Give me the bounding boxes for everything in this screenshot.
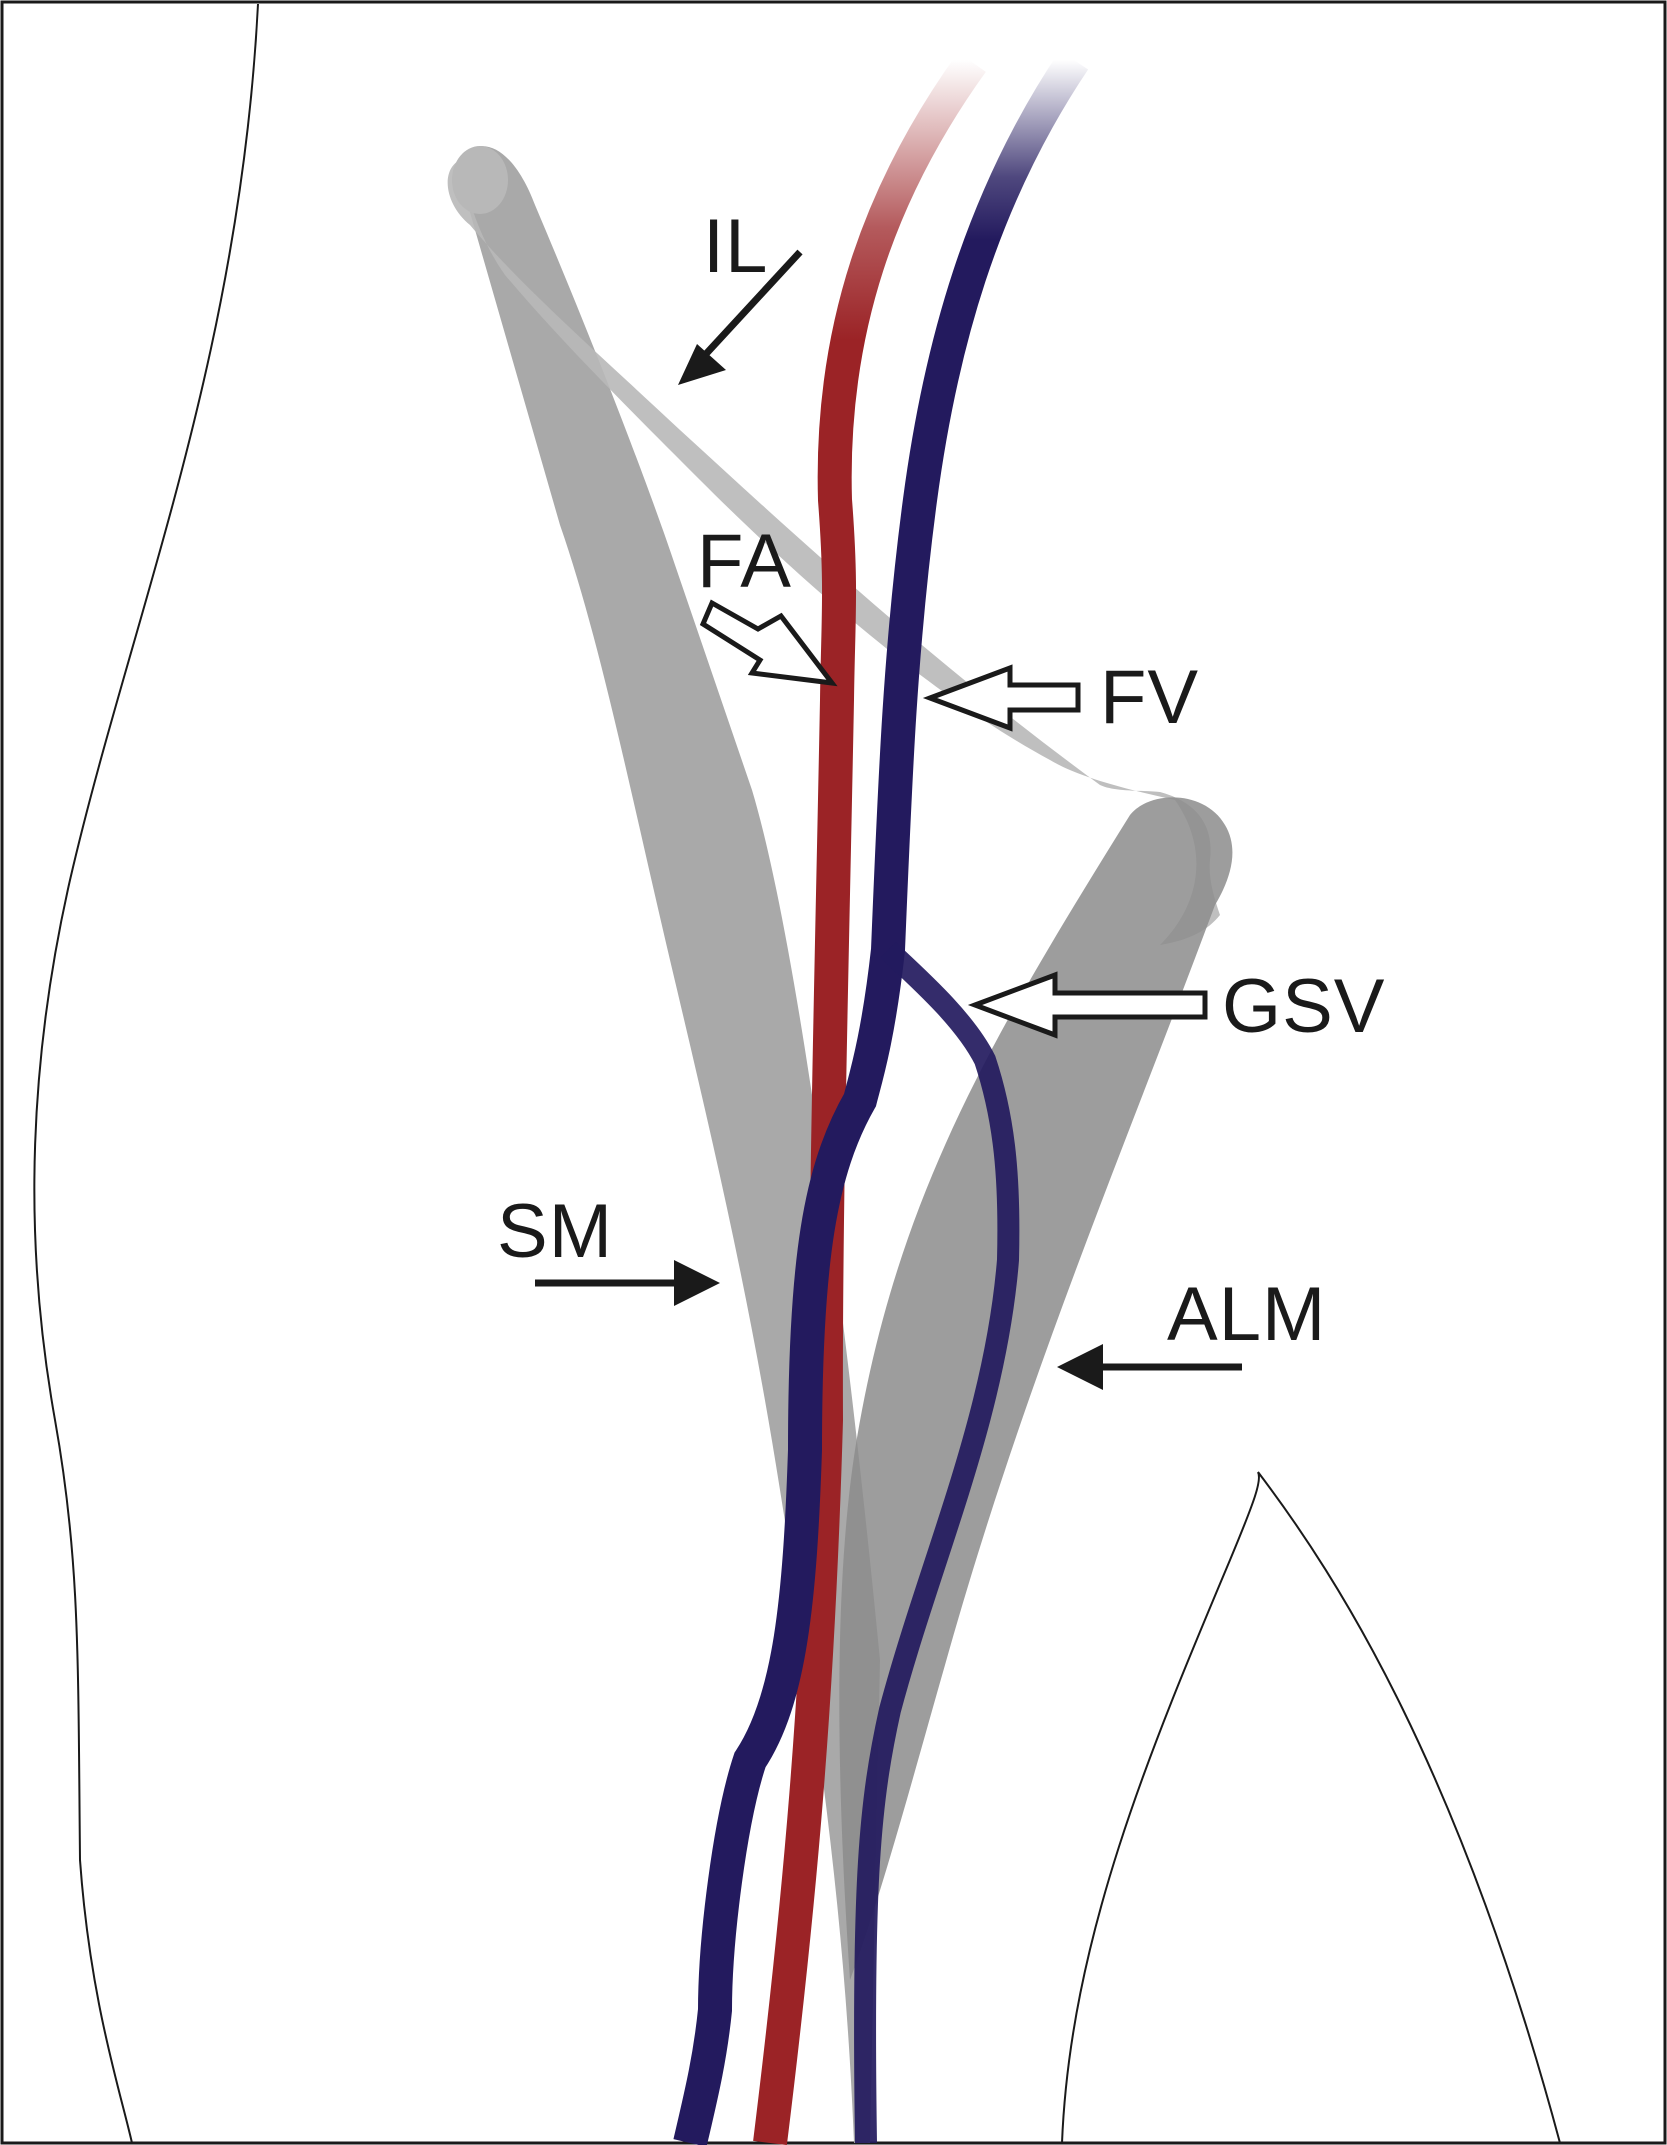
label-il: IL: [703, 204, 768, 289]
ligament-attachment: [452, 146, 508, 214]
alm-arrow: [1057, 1344, 1242, 1390]
label-fv: FV: [1100, 655, 1199, 740]
thigh-lateral-outline: [33, 3, 259, 2144]
label-gsv: GSV: [1222, 964, 1386, 1049]
label-sm: SM: [497, 1189, 613, 1274]
sartorius-muscle: [465, 146, 880, 2143]
solid-arrow-icon: [1057, 1344, 1103, 1390]
fa-arrow: [699, 599, 838, 687]
sm-arrow: [535, 1260, 720, 1306]
hollow-arrow-icon: [922, 664, 1081, 732]
solid-arrow-icon: [678, 344, 726, 385]
solid-arrow-icon: [674, 1260, 720, 1306]
femoral-artery: [753, 52, 986, 2145]
label-fa: FA: [697, 519, 792, 604]
label-alm: ALM: [1167, 1272, 1326, 1357]
adductor-longus-muscle: [839, 797, 1233, 1980]
il-arrow: [678, 249, 803, 385]
femoral-vein: [673, 50, 1089, 2145]
fv-arrow: [922, 664, 1081, 732]
hollow-arrow-icon: [699, 599, 838, 687]
great-saphenous-vein: [854, 941, 1020, 2144]
thigh-medial-outline: [1061, 1471, 1561, 2144]
gsv-arrow: [967, 971, 1208, 1039]
hollow-arrow-icon: [967, 971, 1208, 1039]
